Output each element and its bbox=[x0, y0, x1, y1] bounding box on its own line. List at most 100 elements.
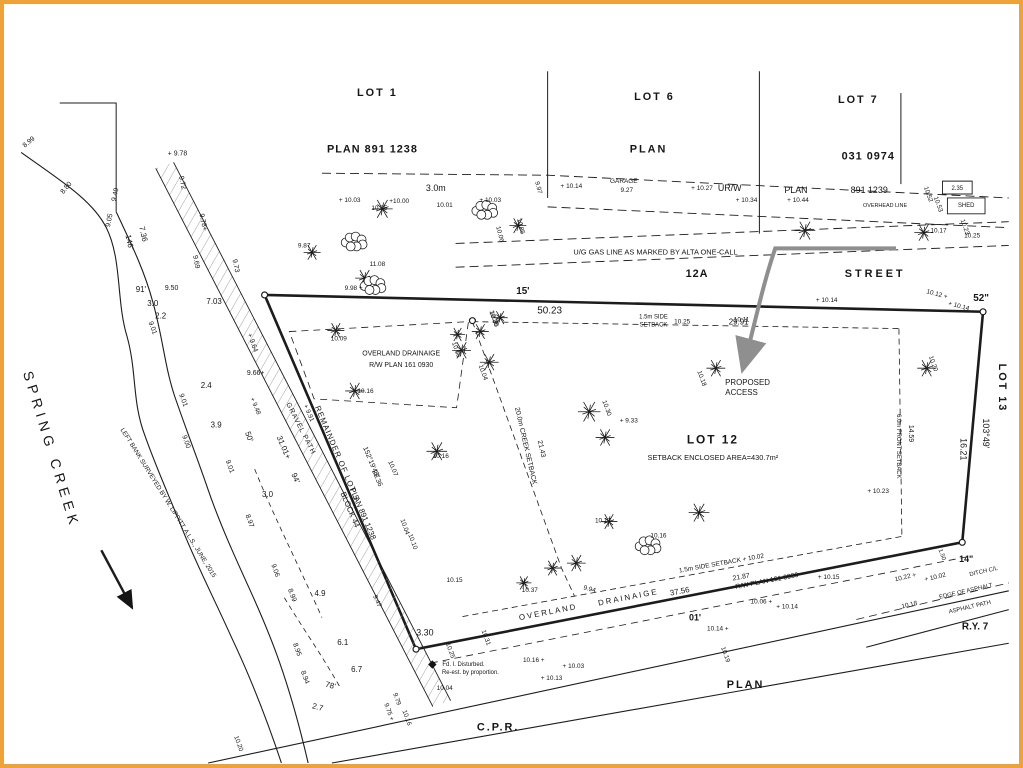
spot-elevation: 9.06 bbox=[269, 563, 280, 578]
lot-6-label: LOT 6 bbox=[634, 91, 675, 103]
spot-elevation: + 10.02 bbox=[924, 572, 947, 584]
spot-elevation: 8.97 bbox=[244, 514, 255, 529]
distance-label: 16.21 bbox=[958, 438, 968, 460]
distance-label: 21.87 bbox=[732, 572, 750, 582]
spot-elevation: 11.08 bbox=[370, 261, 386, 268]
distance-label: 21.43 bbox=[536, 440, 547, 459]
spot-elevation: 10.25 bbox=[444, 642, 456, 660]
distance-label: 31.01+ bbox=[275, 434, 293, 460]
cpr-label: C.P.R. bbox=[477, 721, 520, 733]
setback-label: 20.0m CREEK SETBACK bbox=[513, 407, 538, 486]
lot-1-label: LOT 1 bbox=[357, 87, 398, 99]
distance-label: 14.59 bbox=[907, 425, 914, 442]
spot-elevation: 10.10 bbox=[406, 533, 418, 551]
spot-elevation: 10.18 bbox=[695, 370, 707, 388]
creek-flow-arrow-icon bbox=[101, 550, 134, 610]
spot-elevation: + 10.14 bbox=[816, 297, 838, 304]
spot-elevation: 8.99 bbox=[286, 588, 297, 603]
tree-icon bbox=[327, 323, 345, 339]
plan-891-1239-label: PLAN bbox=[784, 185, 807, 195]
shed-label: SHED bbox=[958, 203, 974, 209]
spot-elevation: 10.20 bbox=[232, 735, 244, 753]
drainage-label: R/W PLAN 161 0930 bbox=[369, 362, 433, 369]
ry-7-label: R.Y. 7 bbox=[962, 621, 989, 632]
tree-icon bbox=[706, 359, 726, 377]
spot-elevation: 9.87 bbox=[298, 242, 311, 249]
spot-elevation: 10.17 bbox=[595, 518, 611, 525]
distance-label: 37.56 bbox=[669, 585, 691, 598]
spot-elevation: 9.98 + bbox=[345, 285, 363, 292]
drainage-label: OVERLAND DRAINAIGE bbox=[362, 350, 440, 357]
setback-label: 1.5m SIDE bbox=[639, 315, 668, 321]
spot-elevation: 9.01 bbox=[224, 459, 235, 474]
tree-icon bbox=[794, 221, 816, 240]
bearing-label: 78' bbox=[324, 680, 337, 691]
tree-icon bbox=[509, 218, 527, 234]
spot-elevation: 10.04 bbox=[437, 685, 453, 692]
tree-icon bbox=[345, 382, 365, 400]
monument-icon bbox=[468, 317, 476, 325]
spot-elevation: + 10.03 bbox=[479, 197, 501, 204]
spot-elevation: 10.16 bbox=[400, 709, 412, 727]
tree-icon bbox=[471, 324, 489, 340]
distance-label: 3.0 bbox=[147, 299, 159, 308]
bearing-label: 103°49' bbox=[981, 418, 991, 448]
road-lines bbox=[208, 583, 1009, 763]
asphalt-edge-label: EDGE OF ASPHALT bbox=[939, 583, 994, 601]
gas-line-label: U/G GAS LINE AS MARKED BY ALTA ONE-CALL bbox=[573, 247, 737, 256]
garage-label: GARAGE bbox=[610, 178, 637, 185]
area-label: SETBACK ENCLOSED AREA=430.7m² bbox=[648, 453, 779, 462]
spot-elevation: 10.16 + bbox=[523, 657, 545, 664]
plan-031-0974-label: 031 0974 bbox=[842, 150, 895, 162]
street-12a-label: 12A bbox=[686, 268, 709, 280]
lot-7-label: LOT 7 bbox=[838, 94, 879, 106]
proposed-access-label: PROPOSED bbox=[725, 378, 770, 387]
tree-icon bbox=[492, 310, 508, 325]
setback-label: 6.0m FRONT SETBACK bbox=[895, 414, 901, 478]
spot-elevation: + 10.27 bbox=[691, 185, 713, 192]
tree-icon bbox=[688, 503, 710, 522]
spot-elevation: 10.08 bbox=[450, 341, 462, 359]
spot-elevation: 8.94 bbox=[299, 670, 310, 685]
bush-icon bbox=[359, 275, 387, 295]
setback-lines bbox=[463, 322, 902, 617]
spot-elevation: 10.09 bbox=[331, 335, 347, 342]
spring-creek-label: SPRING CREEK bbox=[20, 369, 83, 531]
tree-icon bbox=[516, 576, 532, 590]
spot-elevation: 9.78+ bbox=[197, 213, 207, 232]
spot-elevation: 10.14 + bbox=[707, 625, 729, 632]
vegetation-symbols bbox=[303, 199, 937, 590]
tree-icon bbox=[600, 514, 618, 530]
spot-elevation: + 10.03 bbox=[563, 663, 585, 670]
spot-elevation: + 10.14 bbox=[776, 604, 798, 611]
street-label: STREET bbox=[845, 268, 906, 280]
spot-elevation: 10.05 bbox=[515, 218, 526, 236]
bearing-label: 94' bbox=[289, 472, 302, 485]
distance-label: 2.7 bbox=[311, 701, 324, 713]
distance-label: 7.36 bbox=[137, 226, 149, 244]
spot-elevation: 10.52 bbox=[922, 186, 934, 204]
monument-icon bbox=[412, 645, 420, 653]
spot-elevation: 9.01 bbox=[177, 393, 188, 408]
spot-elevation: 10.04 bbox=[399, 518, 411, 536]
spot-elevation: 10.30 bbox=[488, 310, 500, 328]
tree-icon bbox=[544, 560, 561, 576]
utility-right-of-way-lines bbox=[322, 173, 1009, 267]
distance-label: 29.91 bbox=[729, 318, 749, 327]
plan-891-1238-label: PLAN 891 1238 bbox=[327, 143, 418, 155]
spot-elevation: 10.05 bbox=[371, 205, 387, 212]
spot-elevation: 8.80 bbox=[60, 181, 74, 196]
distance-label: 3.0 bbox=[262, 490, 274, 499]
spot-elevation: 9.97 bbox=[533, 181, 543, 195]
monument-note: Re-est. by proportion. bbox=[442, 670, 499, 676]
distance-label: 2.35 bbox=[952, 186, 964, 192]
spot-elevation: + 10.23 bbox=[867, 488, 889, 495]
spot-elevation: 10.25 bbox=[674, 319, 690, 326]
distance-label: 6.7 bbox=[351, 665, 362, 674]
spot-elevation: 10.15 bbox=[447, 577, 463, 584]
spot-elevation: 9.49 bbox=[111, 187, 121, 202]
distance-label: 7.03 bbox=[206, 297, 222, 306]
urw-label: UR/W bbox=[718, 183, 742, 193]
spot-elevation: 10.16 bbox=[650, 532, 666, 539]
tree-icon bbox=[595, 429, 615, 446]
